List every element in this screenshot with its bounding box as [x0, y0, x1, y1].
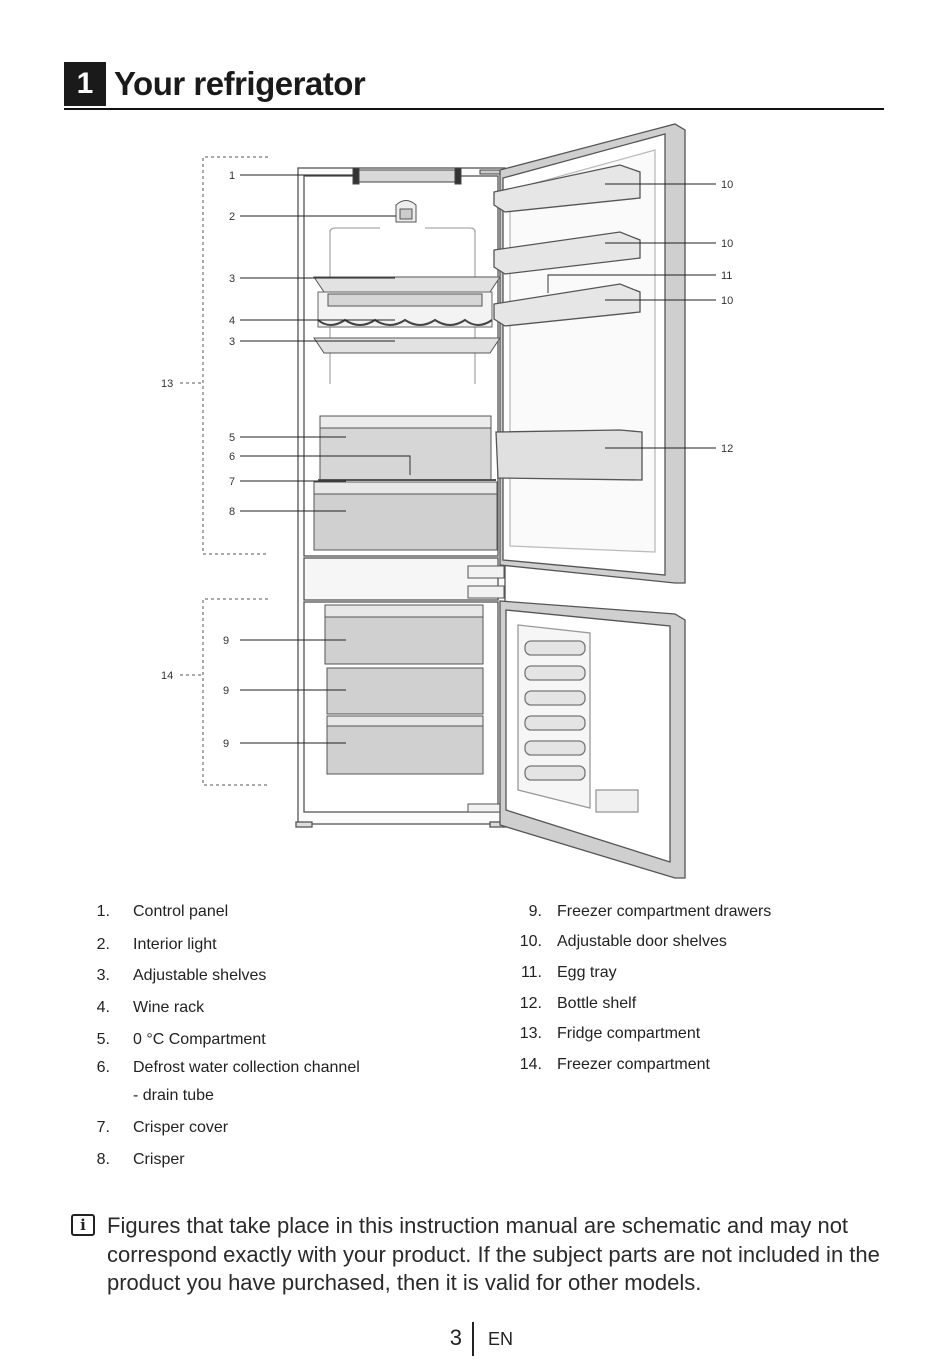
language-code: EN: [488, 1329, 514, 1349]
callout-3a: 3: [229, 273, 235, 285]
control-panel: [352, 167, 501, 185]
page-number: 3: [449, 1325, 462, 1350]
callout-9b: 9: [223, 685, 229, 697]
callout-4: 4: [229, 315, 235, 327]
fridge-shelves: [313, 276, 501, 354]
section-title: Your refrigerator: [114, 65, 366, 102]
callout-1: 1: [229, 170, 235, 182]
freezer-door: [499, 600, 686, 879]
footer-divider: [472, 1322, 474, 1356]
callout-11: 11: [721, 270, 732, 282]
callout-3b: 3: [229, 336, 235, 348]
freezer-drawers: [324, 604, 484, 775]
callout-10b: 10: [721, 238, 733, 250]
callout-10c: 10: [721, 295, 733, 307]
interior-light: [395, 200, 417, 223]
callout-13: 13: [161, 378, 173, 390]
callout-7: 7: [229, 476, 235, 488]
callout-9a: 9: [223, 635, 229, 647]
zero-degree-compartment: [318, 415, 496, 481]
callout-5: 5: [229, 432, 235, 444]
leader-lines: [240, 174, 716, 744]
callout-12: 12: [721, 443, 733, 455]
note-text: Figures that take place in this instruct…: [107, 1213, 880, 1295]
zone-brackets: [180, 156, 268, 786]
callout-8: 8: [229, 506, 235, 518]
section-header: 1 Your refrigerator: [64, 62, 884, 110]
crisper: [313, 481, 498, 551]
callout-10a: 10: [721, 179, 733, 191]
fridge-door: [493, 123, 686, 584]
callout-9c: 9: [223, 738, 229, 750]
section-number: 1: [64, 62, 106, 106]
callout-2: 2: [229, 211, 235, 223]
refrigerator-diagram: 1 2 3 4 3 5 6 7 8 9 9 9 10 10 11 10 12 1…: [161, 123, 733, 879]
callout-14: 14: [161, 670, 173, 682]
hinges: [467, 565, 505, 813]
callout-labels: 1 2 3 4 3 5 6 7 8 9 9 9 10 10 11 10 12 1…: [161, 170, 733, 750]
callout-6: 6: [229, 451, 235, 463]
info-icon: i: [71, 1214, 95, 1236]
